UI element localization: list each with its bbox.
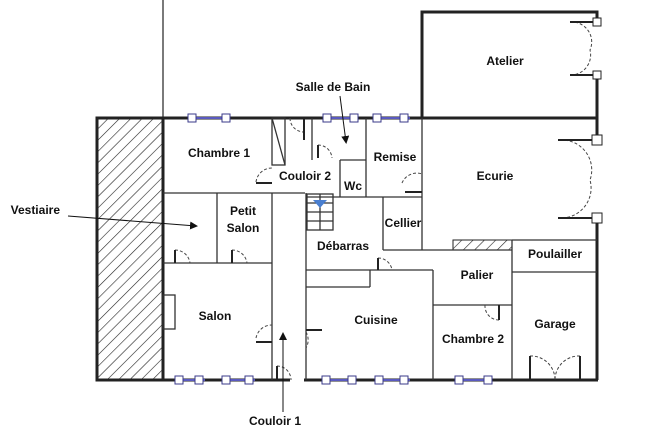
room-label-poulailler: Poulailler <box>528 247 582 261</box>
hatched-wall <box>95 116 165 382</box>
hatched-chimney <box>452 239 513 251</box>
door-swings <box>174 21 593 381</box>
room-label-debarras: Débarras <box>317 239 369 253</box>
room-label-vestiaire: Vestiaire <box>11 203 61 217</box>
room-label-couloir2: Couloir 2 <box>279 169 331 183</box>
door-hinges <box>591 17 603 224</box>
vestiaire-arrow <box>67 215 198 230</box>
room-label-cellier: Cellier <box>385 216 422 230</box>
stair-arrow-icon <box>313 200 327 208</box>
room-label-cuisine: Cuisine <box>354 313 398 327</box>
room-label-wc: Wc <box>344 179 362 193</box>
room-label-salon: Salon <box>199 309 232 323</box>
room-label-couloir1: Couloir 1 <box>249 414 301 428</box>
room-label-garage: Garage <box>534 317 576 331</box>
interior-walls <box>162 117 597 380</box>
room-label-chambre1: Chambre 1 <box>188 146 250 160</box>
room-label-ecurie: Ecurie <box>477 169 514 183</box>
room-label-remise: Remise <box>374 150 417 164</box>
room-label-salle-de-bain: Salle de Bain <box>296 80 371 94</box>
salle-de-bain-arrow <box>339 95 350 144</box>
room-label-petit-salon-2: Salon <box>227 221 260 235</box>
room-label-petit-salon-1: Petit <box>230 204 256 218</box>
room-label-atelier: Atelier <box>486 54 524 68</box>
stairs <box>306 193 334 231</box>
windows <box>174 113 493 385</box>
room-label-palier: Palier <box>461 268 494 282</box>
room-label-chambre2: Chambre 2 <box>442 332 504 346</box>
